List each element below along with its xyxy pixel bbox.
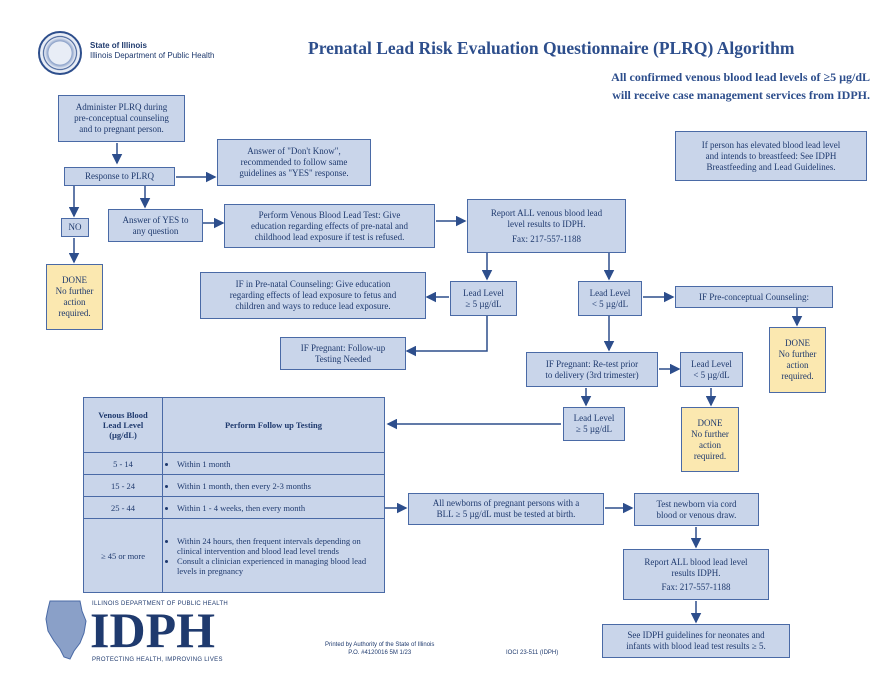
table-cell-action: Within 1 month <box>162 452 385 475</box>
action-item: Within 1 month <box>177 459 380 469</box>
breastfeeding-box: If person has elevated blood lead level … <box>675 131 867 181</box>
lead-level-ge5-box: Lead Level ≥ 5 µg/dL <box>450 281 517 316</box>
table-row: ≥ 45 or more Within 24 hours, then frequ… <box>83 518 385 593</box>
table-cell-level: 5 - 14 <box>83 452 163 475</box>
table-cell-level: ≥ 45 or more <box>83 518 163 593</box>
report-all-text: Report ALL venous blood lead level resul… <box>490 207 603 229</box>
lead-level-lt5-box: Lead Level < 5 µg/dL <box>578 281 642 316</box>
perform-venous-test-box: Perform Venous Blood Lead Test: Give edu… <box>224 204 435 248</box>
table-cell-action: Within 1 month, then every 2-3 months <box>162 474 385 497</box>
action-item: Within 1 month, then every 2-3 months <box>177 481 380 491</box>
state-agency-label: State of Illinois Illinois Department of… <box>90 41 215 61</box>
page-subtitle: All confirmed venous blood lead levels o… <box>611 70 870 102</box>
table-row: 5 - 14 Within 1 month <box>83 452 385 475</box>
table-header-row: Venous Blood Lead Level (µg/dL) Perform … <box>83 397 385 453</box>
dont-know-box: Answer of "Don't Know", recommended to f… <box>217 139 371 186</box>
action-item: Within 1 - 4 weeks, then every month <box>177 503 380 513</box>
form-code: IOCI 23-511 (IDPH) <box>506 650 559 656</box>
table-cell-action: Within 1 - 4 weeks, then every month <box>162 496 385 519</box>
idph-logo: ILLINOIS DEPARTMENT OF PUBLIC HEALTH IDP… <box>44 597 249 667</box>
table-header-action: Perform Follow up Testing <box>162 397 385 453</box>
logo-main-text: IDPH <box>90 602 215 658</box>
illinois-state-seal-icon <box>38 31 82 75</box>
yes-answer-box: Answer of YES to any question <box>108 209 203 242</box>
preconceptual-box: IF Pre-conceptual Counseling: <box>675 286 833 308</box>
done-label: DONE <box>62 275 87 285</box>
agency-name: Illinois Department of Public Health <box>90 51 215 60</box>
response-to-plrq-box: Response to PLRQ <box>64 167 175 186</box>
action-item: Consult a clinician experienced in manag… <box>177 556 380 576</box>
table-cell-level: 15 - 24 <box>83 474 163 497</box>
table-cell-level: 25 - 44 <box>83 496 163 519</box>
newborns-testing-box: All newborns of pregnant persons with a … <box>408 493 604 525</box>
state-name: State of Illinois <box>90 41 147 50</box>
done-text: No further action required. <box>55 286 94 318</box>
pregnant-retest-box: IF Pregnant: Re-test prior to delivery (… <box>526 352 658 387</box>
fax-number: Fax: 217-557-1188 <box>512 233 581 244</box>
done-box-preconceptual: DONE No further action required. <box>769 327 826 393</box>
done-text: No further action required. <box>691 428 729 461</box>
logo-bottom-text: PROTECTING HEALTH, IMPROVING LIVES <box>92 657 223 663</box>
action-item: Within 24 hours, then frequent intervals… <box>177 536 380 556</box>
report-all-box: Report ALL venous blood lead level resul… <box>467 199 626 253</box>
report-newborn-text: Report ALL blood lead level results IDPH… <box>644 556 748 578</box>
illinois-map-icon <box>45 600 87 660</box>
prenatal-counseling-box: IF in Pre-natal Counseling: Give educati… <box>200 272 426 319</box>
report-newborn-box: Report ALL blood lead level results IDPH… <box>623 549 769 600</box>
test-newborn-box: Test newborn via cord blood or venous dr… <box>634 493 759 526</box>
logo-top-text: ILLINOIS DEPARTMENT OF PUBLIC HEALTH <box>92 601 229 607</box>
pregnant-followup-box: IF Pregnant: Follow-up Testing Needed <box>280 337 406 370</box>
done-text: No further action required. <box>778 349 817 381</box>
done-label: DONE <box>697 417 723 428</box>
table-row: 15 - 24 Within 1 month, then every 2-3 m… <box>83 474 385 497</box>
table-row: 25 - 44 Within 1 - 4 weeks, then every m… <box>83 496 385 519</box>
table-header-level: Venous Blood Lead Level (µg/dL) <box>83 397 163 453</box>
lead-level-ge5-retest-box: Lead Level ≥ 5 µg/dL <box>563 407 625 441</box>
followup-testing-table: Venous Blood Lead Level (µg/dL) Perform … <box>83 397 385 593</box>
page-title: Prenatal Lead Risk Evaluation Questionna… <box>308 38 795 58</box>
printed-by-authority: Printed by Authority of the State of Ill… <box>325 642 435 656</box>
idph-guidelines-box: See IDPH guidelines for neonates and inf… <box>602 624 790 658</box>
done-box-no: DONE No further action required. <box>46 264 103 330</box>
no-box: NO <box>61 218 89 237</box>
done-box-retest: DONE No further action required. <box>681 407 739 472</box>
administer-plrq-box: Administer PLRQ during pre-conceptual co… <box>58 95 185 142</box>
done-label: DONE <box>785 338 810 348</box>
fax-number-newborn: Fax: 217-557-1188 <box>661 581 731 592</box>
lead-level-lt5-retest-box: Lead Level < 5 µg/dL <box>680 352 743 387</box>
table-cell-action: Within 24 hours, then frequent intervals… <box>162 518 385 593</box>
